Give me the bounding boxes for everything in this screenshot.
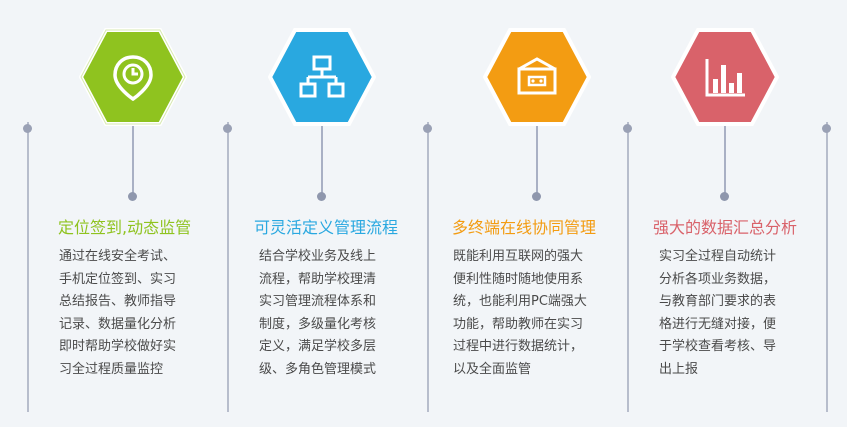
hexagon-shape (79, 28, 187, 126)
separator-line (27, 122, 29, 412)
feature-column-workflow: 可灵活定义管理流程 结合学校业务及线上 流程，帮助学校理清 实习管理流程体系和 … (237, 0, 437, 427)
feature-description: 通过在线安全考试、 手机定位签到、实习 总结报告、教师指导 记录、数据量化分析 … (59, 249, 177, 377)
feature-column-multi-terminal: 多终端在线协同管理 既能利用互联网的强大 便利性随时随地使用系 统，也能利用PC… (437, 0, 637, 427)
feature-hexagon (483, 28, 591, 126)
feature-hexagon (79, 28, 187, 126)
separator-dot (23, 124, 32, 133)
connector-dot (532, 192, 541, 201)
feature-description: 既能利用互联网的强大 便利性随时随地使用系 统，也能利用PC端强大 功能，帮助教… (453, 249, 587, 377)
feature-description: 实习全过程自动统计 分析各项业务数据， 与教育部门要求的表 格进行无缝对接，便 … (659, 249, 777, 377)
connector-stem (536, 126, 538, 196)
separator-dot (623, 124, 632, 133)
separator-dot (423, 124, 432, 133)
connector-dot (128, 192, 137, 201)
feature-column-data-analysis: 强大的数据汇总分析 实习全过程自动统计 分析各项业务数据， 与教育部门要求的表 … (637, 0, 837, 427)
collaboration-box-icon (517, 57, 557, 95)
connector-dot (317, 192, 326, 201)
connector-stem (132, 126, 134, 196)
feature-column-location: 定位签到,动态监管 通过在线安全考试、 手机定位签到、实习 总结报告、教师指导 … (37, 0, 237, 427)
feature-title: 可灵活定义管理流程 (254, 218, 399, 237)
bar-chart-icon (705, 59, 745, 97)
separator-line (627, 122, 629, 412)
feature-hexagon (671, 28, 779, 126)
feature-description: 结合学校业务及线上 流程，帮助学校理清 实习管理流程体系和 制度，多级量化考核 … (259, 249, 377, 377)
feature-title: 强大的数据汇总分析 (653, 218, 798, 237)
separator-dot (822, 124, 831, 133)
separator-line (227, 122, 229, 412)
feature-title: 定位签到,动态监管 (58, 218, 192, 237)
flowchart-icon (299, 55, 345, 98)
separator-line (826, 122, 828, 412)
feature-title: 多终端在线协同管理 (452, 218, 597, 237)
connector-dot (720, 192, 729, 201)
connector-stem (321, 126, 323, 196)
separator-dot (223, 124, 232, 133)
feature-hexagon (268, 28, 376, 126)
clock-location-pin-icon (113, 55, 153, 101)
connector-stem (724, 126, 726, 196)
separator-line (427, 122, 429, 412)
